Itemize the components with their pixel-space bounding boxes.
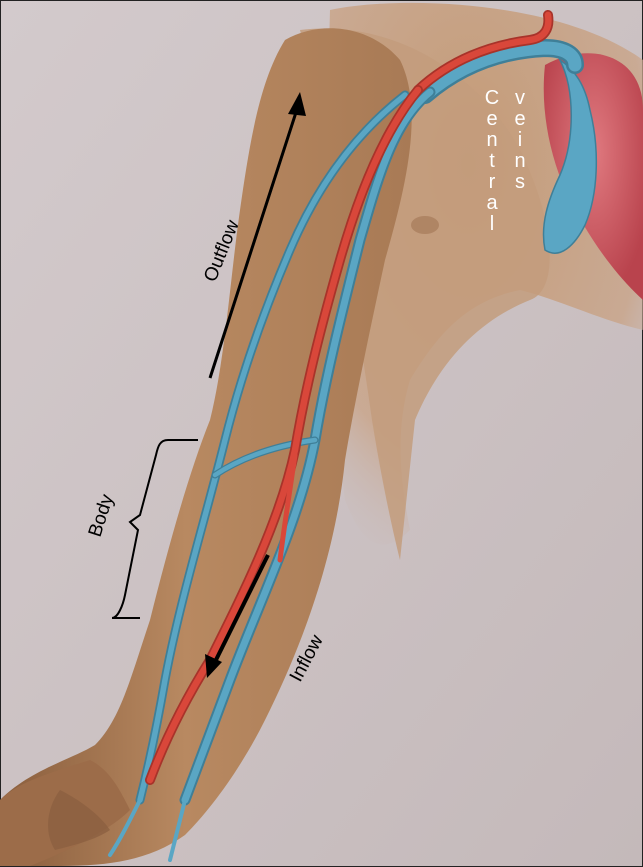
letter: C (482, 88, 502, 109)
letter: i (510, 130, 530, 151)
letter: r (482, 172, 502, 193)
nipple (411, 216, 439, 234)
letter: a (482, 193, 502, 214)
letter: s (510, 172, 530, 193)
letter: l (482, 214, 502, 235)
letter: v (510, 88, 530, 109)
letter: n (482, 130, 502, 151)
letter: e (510, 109, 530, 130)
letter: n (510, 151, 530, 172)
letter: t (482, 151, 502, 172)
letter: e (482, 109, 502, 130)
